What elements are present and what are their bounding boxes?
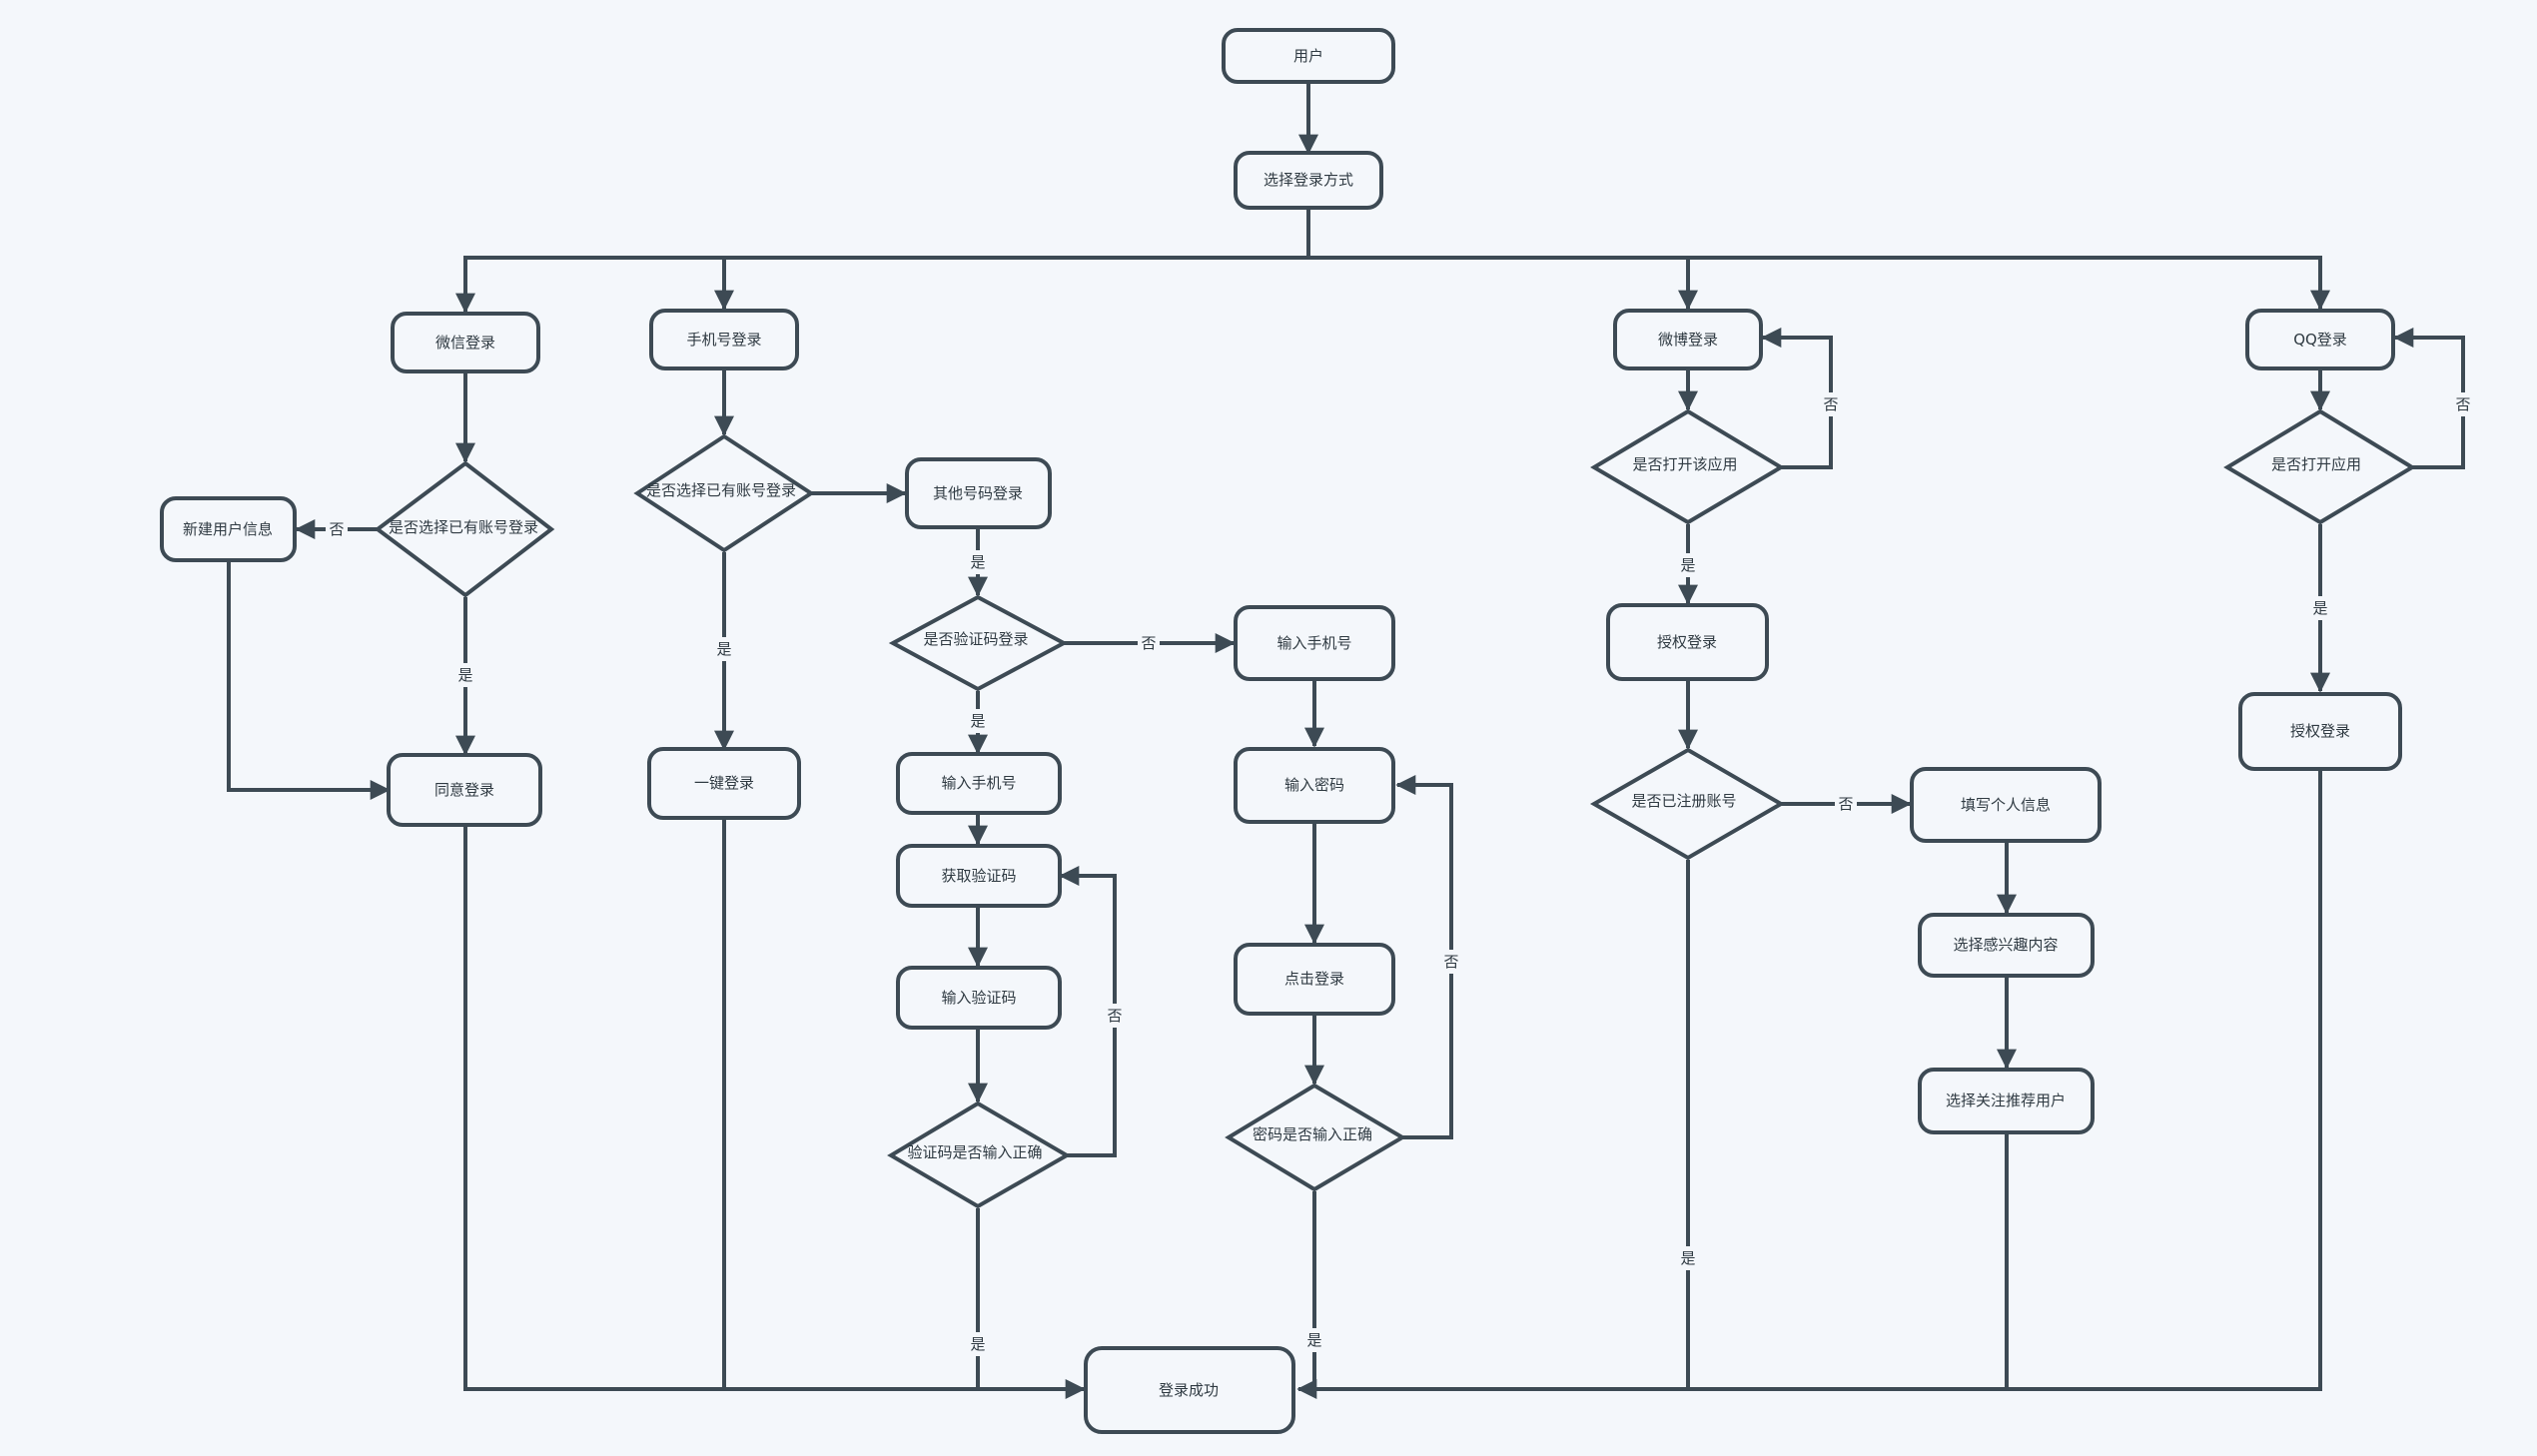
node-click-login: 点击登录 — [1234, 943, 1395, 1016]
node-weibo-app-open-question: 是否打开该应用 — [1590, 408, 1785, 525]
edge-choose-to-weibo — [1308, 256, 1698, 311]
svg-text:是否打开该应用: 是否打开该应用 — [1632, 455, 1737, 473]
svg-text:微信登录: 微信登录 — [435, 334, 495, 352]
svg-text:选择关注推荐用户: 选择关注推荐用户 — [1946, 1092, 2066, 1109]
node-follow-recommended: 选择关注推荐用户 — [1918, 1068, 2095, 1134]
edge-pwdq-yes — [1296, 1191, 1317, 1399]
node-phone-existing-question: 是否选择已有账号登录 — [633, 433, 815, 553]
label-no-code: 否 — [1107, 1007, 1122, 1025]
svg-text:选择登录方式: 选择登录方式 — [1264, 171, 1353, 189]
edges — [227, 82, 2465, 1399]
node-input-phone-sms: 输入手机号 — [896, 752, 1062, 815]
node-login-success: 登录成功 — [1084, 1346, 1295, 1434]
label-yes-registered: 是 — [1680, 1249, 1695, 1267]
node-one-click-login: 一键登录 — [647, 747, 801, 820]
label-yes-other: 是 — [970, 553, 985, 571]
label-no-weibo: 否 — [1823, 395, 1838, 413]
node-phone-login: 手机号登录 — [649, 309, 799, 370]
edge-choose-to-qq — [1688, 256, 2330, 311]
svg-text:其他号码登录: 其他号码登录 — [933, 484, 1023, 502]
node-input-phone-pwd: 输入手机号 — [1234, 605, 1395, 681]
edge-labels: 否 是 是 是 否 是 否 是 否 是 否 是 否 是 否 是 — [326, 392, 2474, 1356]
svg-text:获取验证码: 获取验证码 — [941, 867, 1016, 885]
label-yes-sms: 是 — [970, 712, 985, 730]
svg-text:输入手机号: 输入手机号 — [941, 774, 1016, 792]
edge-agree-to-success — [463, 825, 1086, 1399]
label-yes-qq: 是 — [2312, 599, 2327, 617]
svg-text:选择感兴趣内容: 选择感兴趣内容 — [1953, 936, 2058, 954]
node-user: 用户 — [1222, 28, 1395, 84]
edge-qqauth-to-success — [1298, 769, 2322, 1391]
node-wechat-login: 微信登录 — [391, 312, 540, 373]
svg-text:授权登录: 授权登录 — [1657, 633, 1717, 651]
svg-text:验证码是否输入正确: 验证码是否输入正确 — [907, 1143, 1042, 1161]
svg-text:是否选择已有账号登录: 是否选择已有账号登录 — [389, 518, 538, 536]
label-no-qq: 否 — [2455, 395, 2470, 413]
node-qq-login: QQ登录 — [2245, 309, 2395, 370]
label-no-registered: 否 — [1838, 795, 1853, 813]
svg-text:是否选择已有账号登录: 是否选择已有账号登录 — [646, 481, 796, 499]
svg-text:是否已注册账号: 是否已注册账号 — [1631, 792, 1736, 810]
nodes: 用户 选择登录方式 微信登录 是否选择已有账号登录 新建用户信息 同意登录 手机… — [160, 28, 2416, 1434]
svg-text:一键登录: 一键登录 — [694, 774, 754, 792]
edge-newuser-to-agree — [227, 561, 391, 800]
node-input-password: 输入密码 — [1234, 747, 1395, 824]
node-wechat-existing-question: 是否选择已有账号登录 — [374, 460, 555, 598]
label-no-wechat: 否 — [329, 520, 344, 538]
node-fill-profile: 填写个人信息 — [1910, 767, 2102, 843]
svg-text:登录成功: 登录成功 — [1159, 1381, 1219, 1399]
svg-text:新建用户信息: 新建用户信息 — [183, 520, 273, 538]
label-yes-phone: 是 — [716, 640, 731, 658]
node-weibo-auth-login: 授权登录 — [1606, 603, 1769, 681]
label-no-pwd: 否 — [1443, 953, 1458, 971]
svg-text:填写个人信息: 填写个人信息 — [1961, 796, 2051, 814]
node-qq-auth-login: 授权登录 — [2238, 692, 2402, 771]
node-password-correct-question: 密码是否输入正确 — [1225, 1083, 1406, 1192]
node-other-number-login: 其他号码登录 — [905, 457, 1052, 529]
svg-text:微博登录: 微博登录 — [1658, 331, 1718, 349]
svg-text:授权登录: 授权登录 — [2290, 722, 2350, 740]
svg-text:输入验证码: 输入验证码 — [941, 989, 1016, 1007]
svg-text:输入手机号: 输入手机号 — [1276, 634, 1351, 652]
node-agree-login: 同意登录 — [387, 753, 542, 827]
node-new-user-info: 新建用户信息 — [160, 496, 297, 562]
node-get-code: 获取验证码 — [896, 844, 1062, 908]
svg-text:是否打开应用: 是否打开应用 — [2271, 455, 2361, 473]
svg-text:输入密码: 输入密码 — [1284, 776, 1344, 794]
label-yes-code: 是 — [970, 1335, 985, 1353]
node-qq-app-open-question: 是否打开应用 — [2223, 408, 2416, 525]
svg-text:用户: 用户 — [1293, 47, 1323, 65]
svg-text:密码是否输入正确: 密码是否输入正确 — [1253, 1125, 1372, 1143]
node-input-code: 输入验证码 — [896, 966, 1062, 1030]
node-sms-login-question: 是否验证码登录 — [888, 594, 1069, 692]
svg-text:手机号登录: 手机号登录 — [686, 331, 761, 349]
label-yes-wechat: 是 — [457, 666, 472, 684]
svg-text:同意登录: 同意登录 — [434, 781, 494, 799]
edge-choose-to-phone — [714, 256, 1308, 311]
svg-text:点击登录: 点击登录 — [1284, 970, 1344, 988]
label-yes-pwd: 是 — [1306, 1331, 1321, 1349]
node-choose-method: 选择登录方式 — [1234, 151, 1383, 210]
node-code-correct-question: 验证码是否输入正确 — [887, 1100, 1071, 1209]
node-weibo-login: 微博登录 — [1613, 309, 1763, 370]
label-no-sms: 否 — [1141, 634, 1156, 652]
svg-text:QQ登录: QQ登录 — [2293, 331, 2347, 349]
svg-text:是否验证码登录: 是否验证码登录 — [923, 630, 1028, 648]
node-choose-interests: 选择感兴趣内容 — [1918, 913, 2095, 978]
label-yes-weibo: 是 — [1680, 556, 1695, 574]
node-registered-question: 是否已注册账号 — [1589, 747, 1785, 861]
